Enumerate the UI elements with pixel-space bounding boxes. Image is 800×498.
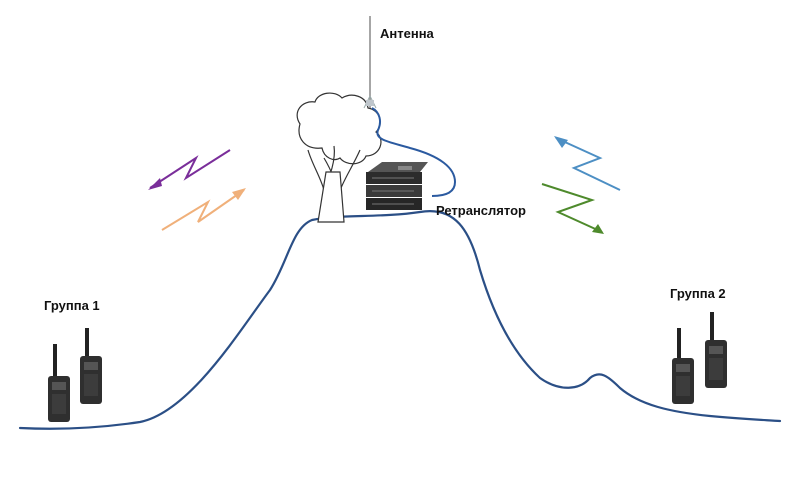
antenna-icon	[363, 16, 377, 109]
group1-radio-1	[48, 344, 70, 422]
repeater-label: Ретранслятор	[436, 203, 526, 218]
signal-wave-green	[541, 183, 604, 234]
tree-icon	[296, 92, 382, 223]
group2-radio-1	[672, 328, 694, 404]
repeater-rack-icon	[366, 162, 428, 210]
signal-wave-purple	[148, 149, 231, 190]
group2-label: Группа 2	[670, 286, 726, 301]
antenna-cable	[371, 107, 457, 197]
group1-label: Группа 1	[44, 298, 100, 313]
group1-radio-2	[80, 328, 102, 404]
antenna-label: Антенна	[380, 26, 434, 41]
signal-wave-orange	[161, 188, 246, 231]
group2-radio-2	[705, 312, 727, 388]
signal-wave-blue	[554, 136, 621, 191]
terrain-line	[18, 209, 782, 430]
